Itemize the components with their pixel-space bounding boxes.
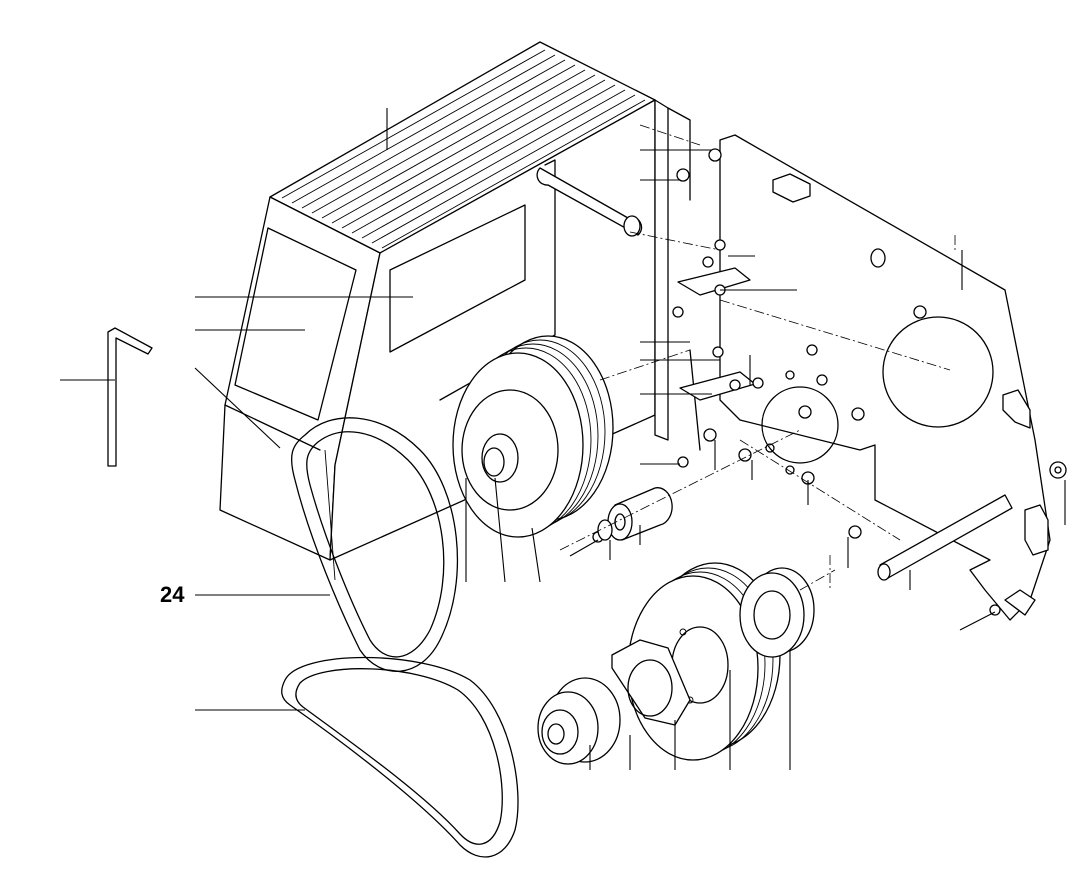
side-window <box>389 204 526 353</box>
coupling <box>597 487 673 541</box>
plate-motor-flange <box>761 386 839 464</box>
flange-plate <box>611 639 691 726</box>
callout-label-24: 24 <box>160 582 185 607</box>
front-window <box>234 227 357 421</box>
leader-lines <box>60 108 1066 770</box>
mounting-plate <box>719 134 1051 621</box>
drive-belt-lower <box>281 656 519 858</box>
support-rod <box>877 494 1013 581</box>
vertical-bracket <box>654 99 756 451</box>
spacer-ring <box>739 567 815 658</box>
cover-ribs <box>281 49 646 249</box>
hex-key <box>107 327 153 467</box>
drive-belt-24 <box>291 417 459 673</box>
motor-pulley <box>452 335 614 538</box>
plate-outline <box>719 134 1051 621</box>
upper-clamp <box>677 267 751 296</box>
assembly-lines <box>559 124 956 591</box>
plate-large-hole <box>882 316 994 428</box>
housing-cover <box>219 41 656 561</box>
gear <box>537 677 621 765</box>
